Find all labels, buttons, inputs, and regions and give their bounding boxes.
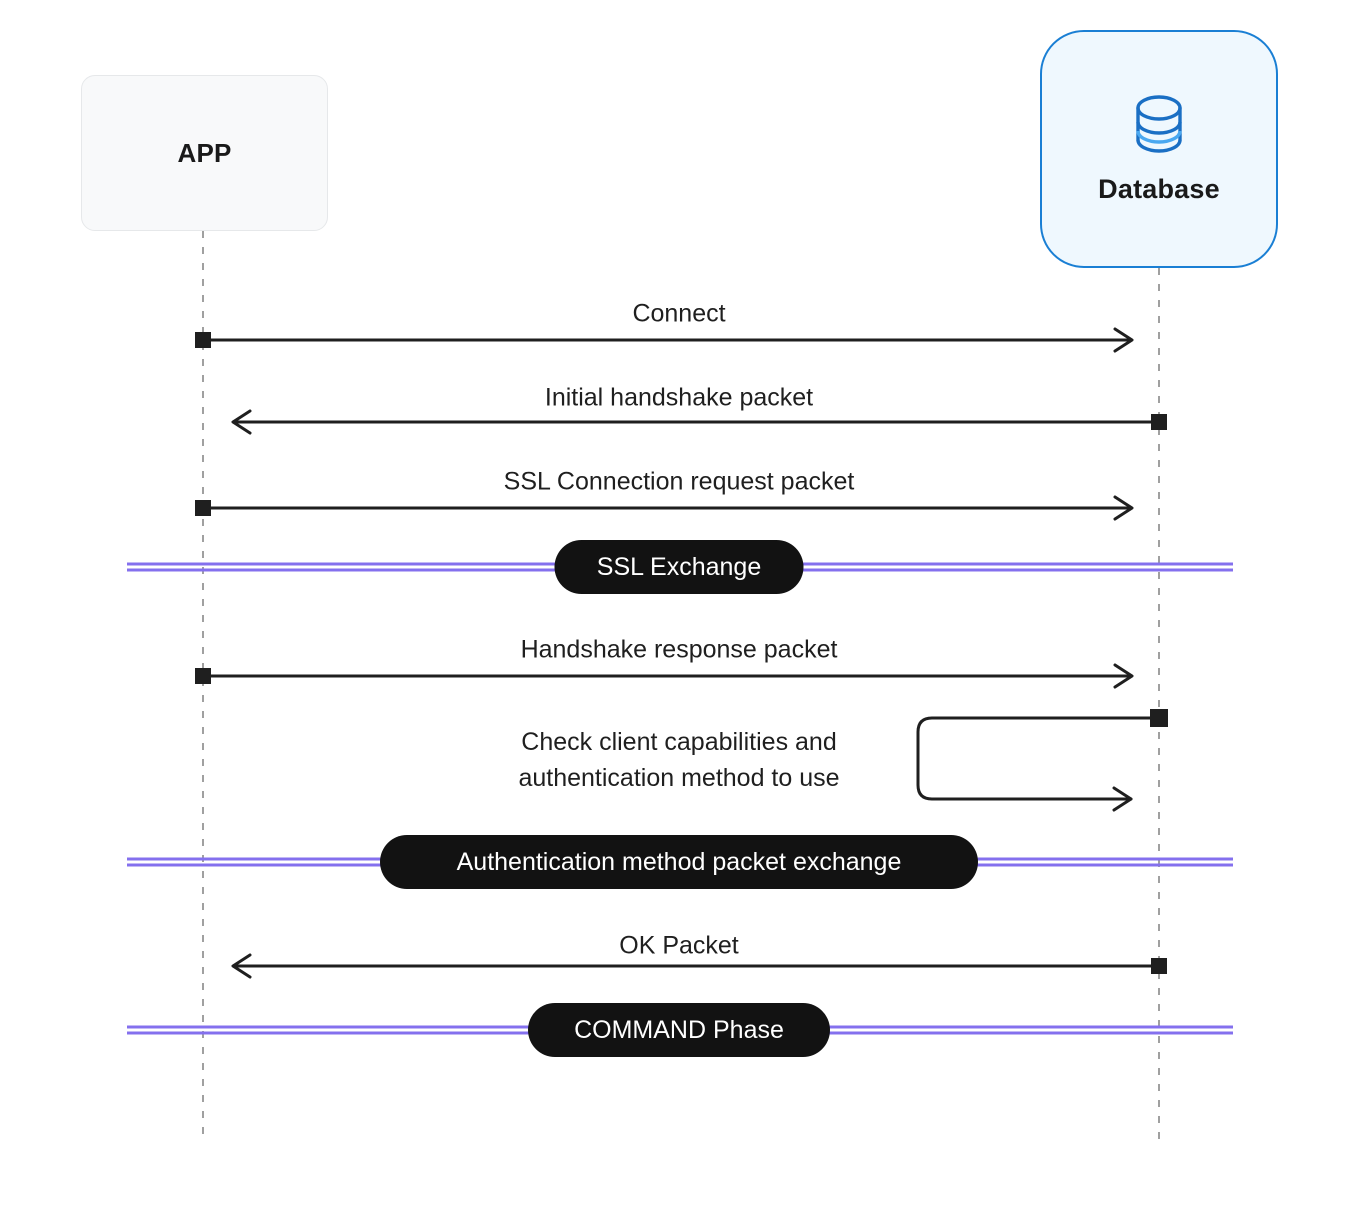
divider-pill-authentication-method-packet-exchange[interactable]: Authentication method packet exchange bbox=[380, 835, 978, 889]
divider-pill-ssl-exchange[interactable]: SSL Exchange bbox=[554, 540, 804, 594]
message-initial-handshake-packet-arrowhead bbox=[231, 409, 252, 435]
database-cylinder-icon bbox=[1131, 93, 1187, 160]
message-ssl-connection-request-packet-arrowhead bbox=[1113, 495, 1134, 521]
participant-app-label: APP bbox=[177, 137, 232, 168]
self-message-label-line-1: Check client capabilities and bbox=[521, 728, 837, 756]
message-handshake-response-packet-arrowhead bbox=[1113, 663, 1134, 689]
arrows-group bbox=[195, 327, 1168, 979]
self-message-label-line-2: authentication method to use bbox=[518, 764, 840, 792]
self-message-check-client-capabilities-arrowhead bbox=[1112, 786, 1133, 812]
message-label-ssl-connection-request-packet: SSL Connection request packet bbox=[503, 467, 855, 496]
divider-pill-label: COMMAND Phase bbox=[574, 1015, 784, 1044]
participant-database-label: Database bbox=[1098, 174, 1220, 204]
participant-database[interactable]: Database bbox=[1040, 30, 1278, 268]
message-connect-arrowhead bbox=[1113, 327, 1134, 353]
participant-app[interactable]: APP bbox=[81, 75, 328, 231]
divider-pill-command-phase[interactable]: COMMAND Phase bbox=[528, 1003, 830, 1057]
self-message-label-check-client-capabilities: Check client capabilities and authenticat… bbox=[518, 724, 839, 796]
self-message-check-client-capabilities-origin-marker bbox=[1150, 709, 1168, 727]
message-label-connect: Connect bbox=[632, 299, 726, 328]
lifelines-group bbox=[202, 231, 1160, 1142]
message-label-initial-handshake-packet: Initial handshake packet bbox=[544, 383, 814, 412]
message-ok-packet-arrowhead bbox=[231, 953, 252, 979]
self-message-check-client-capabilities-path bbox=[916, 716, 1161, 801]
divider-pill-label: SSL Exchange bbox=[596, 552, 762, 581]
message-label-ok-packet: OK Packet bbox=[619, 931, 739, 960]
message-label-handshake-response-packet: Handshake response packet bbox=[520, 635, 838, 664]
divider-pill-label: Authentication method packet exchange bbox=[456, 847, 902, 876]
